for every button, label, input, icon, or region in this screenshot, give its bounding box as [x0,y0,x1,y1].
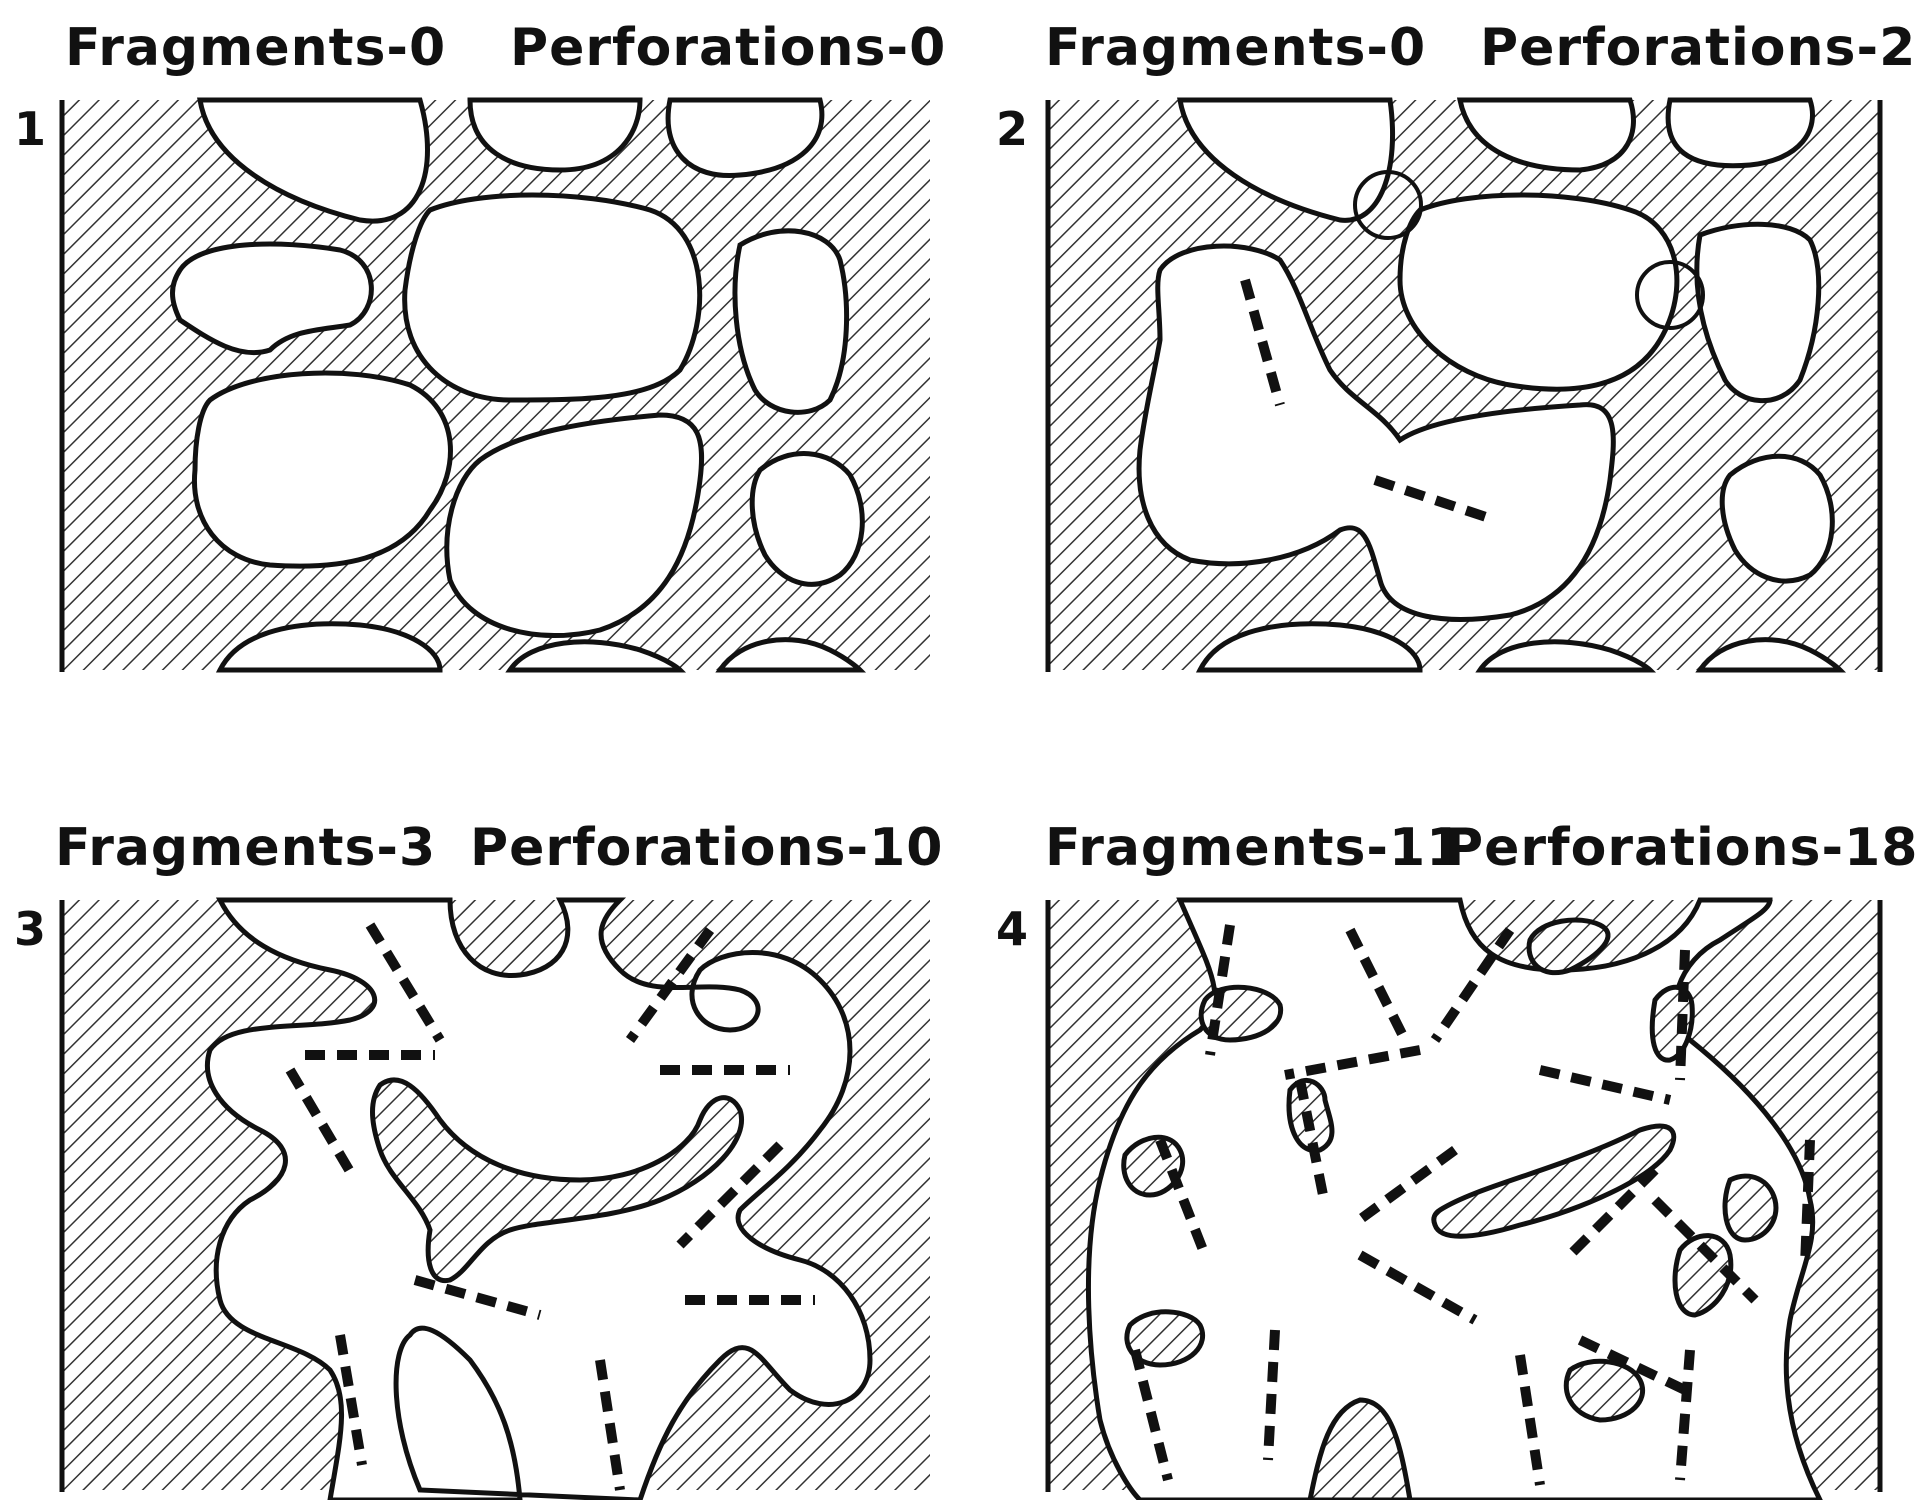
marrow-space [1177,97,1395,223]
dashed-break [1205,924,1235,1056]
bone-fragment [1431,1123,1677,1239]
bone-fragments [1121,917,1779,1423]
marrow-space [444,412,705,638]
marrow-space [197,97,430,224]
dashed-break [1800,1139,1815,1266]
dashed-break [1155,1138,1210,1257]
perforations-label: Perforations-2 [1480,18,1917,78]
dashed-break [1373,475,1497,525]
marrow-space [732,228,850,415]
marrow-space [1456,97,1636,173]
panel-number: 4 [996,902,1029,956]
marrow-space [1195,621,1423,673]
dashed-break [1561,1166,1659,1264]
trabecular-diagram [1045,897,1883,1500]
marrow-space [191,370,453,569]
marrow-space [1695,637,1847,673]
marrow-space [1397,192,1680,392]
fragments-label: Fragments-3 [55,818,437,878]
bone-fragment [1722,1173,1779,1243]
dashed-break [1130,1348,1173,1482]
bone-fragment [1563,1358,1645,1423]
dashed-break [335,1334,367,1466]
marrow-space [402,192,703,403]
trabecular-diagram [59,897,930,1500]
dashed-break [1577,1335,1688,1395]
marrow-space [1694,221,1822,404]
bone-protrusion [1307,1397,1413,1500]
marrow-space [1665,97,1815,169]
panel-3: Fragments-3 Perforations-10 3 [0,800,942,1500]
panel-2: Fragments-0 Perforations-2 2 [980,0,1915,700]
bone-fragment [1649,984,1695,1063]
dashed-break [1359,1145,1458,1223]
dashed-break [1284,1045,1421,1080]
trabecular-diagram [59,97,930,673]
bone-fragment [370,1077,744,1284]
perforations-label: Perforations-10 [470,818,944,878]
dashed-break [1430,927,1515,1043]
dashed-breaks [1130,924,1815,1486]
panel-4: Fragments-11 Perforations-18 4 [980,800,1917,1500]
perforation-circle [1635,260,1705,330]
trabecular-diagram [1045,97,1883,673]
dashed-break [1675,949,1690,1081]
panel-number: 3 [14,902,47,956]
perforations-label: Perforations-0 [510,18,947,78]
panel-number: 2 [996,102,1029,156]
dashed-break [1263,1329,1280,1461]
dashed-break [595,1359,625,1491]
marrow-space [715,637,867,673]
dashed-break [413,1275,542,1320]
dashed-breaks [1240,278,1497,525]
marrow-spaces [170,97,867,673]
marrow-space [215,621,443,673]
dashed-break [1295,1079,1330,1206]
fragments-label: Fragments-0 [65,18,447,78]
marrow-spaces [1136,97,1847,673]
dashed-break [1240,278,1285,407]
dashed-break [365,922,445,1043]
marrow-space [749,451,865,587]
perforation-circle [1353,170,1423,240]
dashed-break [1357,1250,1478,1325]
bone-fragment [1526,917,1611,976]
dashed-break [1675,1349,1695,1481]
dashed-break [1538,1065,1672,1105]
panel-1: Fragments-0 Perforations-0 1 [0,0,945,700]
fragments-label: Fragments-11 [1045,818,1464,878]
perforation-markers [1353,170,1705,330]
marrow-space [1136,243,1616,622]
fragments-label: Fragments-0 [1045,18,1427,78]
dashed-break [285,1067,360,1183]
marrow-space [1719,453,1835,584]
dashed-break [1345,927,1410,1043]
dashed-break [1651,1196,1759,1304]
marrow-space [170,241,374,356]
dashed-break [625,927,715,1043]
dashed-break [1515,1354,1545,1486]
marrow-space [665,97,825,179]
dashed-break [676,1141,784,1249]
perforations-label: Perforations-18 [1445,818,1919,878]
panel-number: 1 [14,102,47,156]
dashed-breaks [285,922,815,1491]
marrow-space [505,639,687,673]
marrow-space [1475,639,1657,673]
marrow-space [467,97,643,173]
